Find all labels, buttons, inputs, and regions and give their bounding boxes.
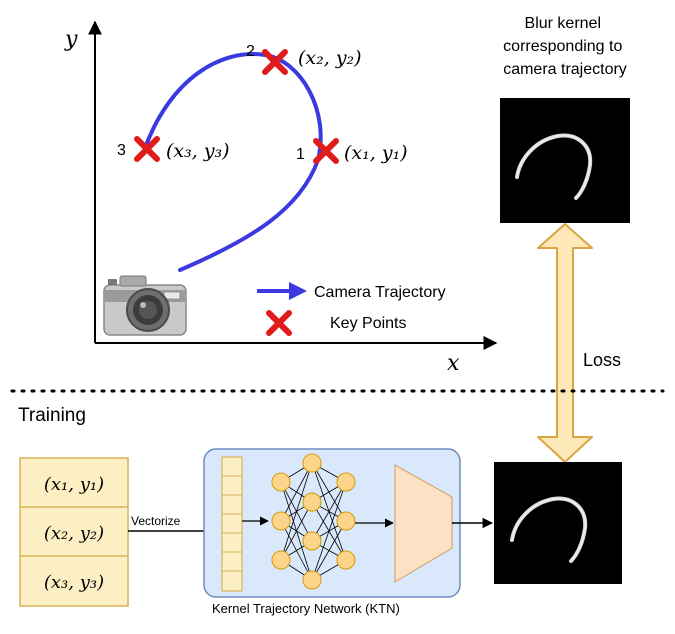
key-point-marker-icon: [266, 310, 292, 336]
network-node: [302, 492, 322, 512]
network-node: [302, 570, 322, 590]
network-edge: [311, 481, 347, 542]
network-node: [271, 472, 291, 492]
blur-kernel-title-line: corresponding to: [503, 38, 622, 55]
blur-kernel-title-line: camera trajectory: [503, 61, 627, 78]
input-vector: [221, 456, 243, 592]
network-node: [302, 453, 322, 473]
key-point-coord: (x₁, y₁): [344, 142, 408, 164]
trajectory-arrow-icon: [289, 282, 307, 300]
key-point-marker-icon: [134, 136, 160, 162]
network-edge: [311, 481, 347, 581]
legend-trajectory-label: Camera Trajectory: [314, 284, 446, 301]
blur-kernel-title: Blur kernel corresponding to camera traj…: [503, 15, 627, 78]
loss-double-arrow: [537, 223, 593, 463]
table-cell: (x₂, y₂): [44, 523, 104, 544]
key-point-1: 1 (x₁, y₁): [296, 138, 408, 164]
network-node: [336, 511, 356, 531]
network-node: [271, 511, 291, 531]
network-edge: [280, 501, 313, 561]
vectorize-label: Vectorize: [131, 514, 181, 528]
decoder-block: [394, 463, 453, 584]
table-cell: (x₃, y₃): [44, 572, 104, 593]
key-point-marker-icon: [262, 49, 288, 75]
network-edge: [311, 520, 347, 581]
network-node: [336, 472, 356, 492]
key-point-number: 2: [246, 43, 255, 60]
y-axis-label: y: [64, 27, 78, 52]
legend: Camera Trajectory Key Points: [257, 282, 446, 336]
network-node: [336, 550, 356, 570]
legend-keypoints-label: Key Points: [330, 315, 406, 332]
key-point-marker-icon: [313, 138, 339, 164]
training-label: Training: [18, 405, 86, 426]
key-point-3: 3 (x₃, y₃): [117, 136, 230, 162]
network-edge: [280, 462, 313, 522]
key-point-number: 3: [117, 142, 126, 159]
x-axis-label: x: [447, 351, 460, 376]
blur-kernel-title-line: Blur kernel: [525, 15, 601, 32]
blur-kernel-image-output: [494, 462, 622, 584]
blur-kernel-image-top: [500, 98, 630, 223]
neural-network-nodes: [271, 453, 356, 590]
network-node: [271, 550, 291, 570]
legend-trajectory: Camera Trajectory: [257, 282, 446, 301]
network-edge: [280, 462, 313, 561]
trajectory-axes: y x: [64, 20, 498, 376]
input-table: (x₁, y₁) (x₂, y₂) (x₃, y₃): [19, 457, 129, 607]
legend-keypoints: Key Points: [266, 310, 406, 336]
camera-trajectory-curve: [143, 52, 323, 272]
network-node: [302, 531, 322, 551]
key-point-2: 2 (x₂, y₂): [246, 43, 362, 75]
key-point-coord: (x₂, y₂): [298, 47, 362, 69]
network-label: Kernel Trajectory Network (KTN): [212, 601, 400, 616]
camera-icon: [103, 275, 187, 336]
loss-label: Loss: [583, 350, 621, 370]
key-point-coord: (x₃, y₃): [166, 140, 230, 162]
table-cell: (x₁, y₁): [44, 474, 104, 495]
key-point-number: 1: [296, 146, 305, 163]
